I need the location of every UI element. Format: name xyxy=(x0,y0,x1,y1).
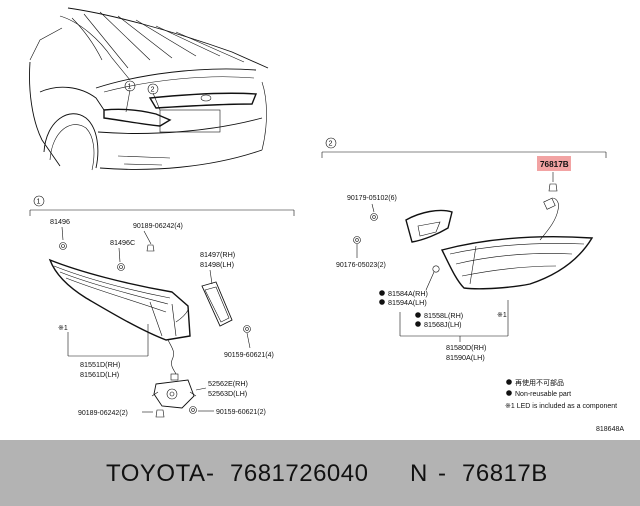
part-52563d-label: 52563D(LH) xyxy=(208,389,247,398)
part-81590a-label: 81590A(LH) xyxy=(446,353,485,362)
part-81584a-label: 81584A(RH) xyxy=(388,289,428,298)
screw-90189-top xyxy=(146,244,155,252)
part-76817b-label: 76817B xyxy=(540,160,569,169)
part-90176-label: 90176-05023(2) xyxy=(336,262,386,269)
part-81496c-label: 81496C xyxy=(110,238,135,247)
lamp-socket-52562e xyxy=(151,379,197,409)
part-90179-label: 90179-05102(6) xyxy=(347,195,397,202)
part-81551d-label: 81551D(RH) xyxy=(80,360,120,369)
legend-note-text: ※1 LED is included as a component xyxy=(505,403,617,410)
part-90189-bottom-label: 90189-06242(2) xyxy=(78,410,128,417)
part-81561d-label: 81561D(LH) xyxy=(80,370,119,379)
part-81558l-label: 81558L(RH) xyxy=(424,311,463,320)
footer-code: 76817B xyxy=(462,460,548,487)
part-81498lh-label: 81498(LH) xyxy=(200,260,234,269)
nut-90179 xyxy=(370,213,378,221)
legend-bullet-icon xyxy=(506,379,512,385)
section-1-callout: 1 xyxy=(37,197,41,206)
footer-part-number: 7681726040 xyxy=(230,460,369,487)
note-mark-section2: ※1 xyxy=(497,312,507,319)
clip-81584a xyxy=(432,265,440,273)
part-76817b-highlight: 76817B xyxy=(537,156,571,171)
exploded-parts-diagram: 1 2 1 81496 90189-06242(4) 81496C ※1 xyxy=(29,7,624,433)
part-81584a-group: 81584A(RH) 81594A(LH) xyxy=(379,289,428,307)
footer-brand: TOYOTA xyxy=(106,460,206,487)
screw-90189-bottom xyxy=(155,409,165,418)
part-81568j-label: 81568J(LH) xyxy=(424,320,462,329)
part-81580d-label: 81580D(RH) xyxy=(446,343,486,352)
gasket-81497 xyxy=(201,281,233,327)
car-rear-illustration xyxy=(29,7,269,171)
nut-90159-top xyxy=(243,325,251,333)
part-52562e-label: 52562E(RH) xyxy=(208,379,248,388)
legend: 再使用不可部品 Non-reusable part ※1 LED is incl… xyxy=(505,378,617,410)
clip-81496 xyxy=(59,242,67,250)
part-81497rh-label: 81497(RH) xyxy=(200,250,235,259)
part-90159-top-label: 90159-60621(4) xyxy=(224,352,274,359)
legend-en-text: Non-reusable part xyxy=(515,391,571,398)
callout-1-car: 1 xyxy=(124,80,136,113)
part-81496-label: 81496 xyxy=(50,217,70,226)
callout-2-label-car: 2 xyxy=(151,85,155,94)
nut-90176 xyxy=(353,236,361,244)
section-2-bracket: 2 xyxy=(321,137,607,158)
part-81558l-group: 81558L(RH) 81568J(LH) xyxy=(415,311,463,329)
nut-90159-bottom xyxy=(189,406,197,414)
part-81594a-label: 81594A(LH) xyxy=(388,298,427,307)
trunk-lid-lamp xyxy=(405,197,594,290)
rear-combination-lamp xyxy=(48,258,191,381)
part-90159-bottom-label: 90159-60621(2) xyxy=(216,409,266,416)
section-1-bracket: 1 xyxy=(29,195,295,216)
part-number-footer: TOYOTA - 7681726040 N - 76817B xyxy=(0,440,640,506)
section-2-callout: 2 xyxy=(329,139,333,148)
clip-81496c xyxy=(117,263,125,271)
legend-bullet-icon-2 xyxy=(506,390,512,396)
clip-76817b xyxy=(548,183,558,192)
footer-separator-2: - xyxy=(438,460,447,487)
note-mark-section1: ※1 xyxy=(58,325,68,332)
callout-1-label-car: 1 xyxy=(128,82,132,91)
footer-separator-1: - xyxy=(206,460,215,487)
legend-jp-text: 再使用不可部品 xyxy=(515,378,564,387)
diagram-code: 818648A xyxy=(596,426,624,433)
footer-prefix: N xyxy=(410,460,428,487)
part-90189-top-label: 90189-06242(4) xyxy=(133,223,183,230)
callout-2-car: 2 xyxy=(147,83,161,111)
